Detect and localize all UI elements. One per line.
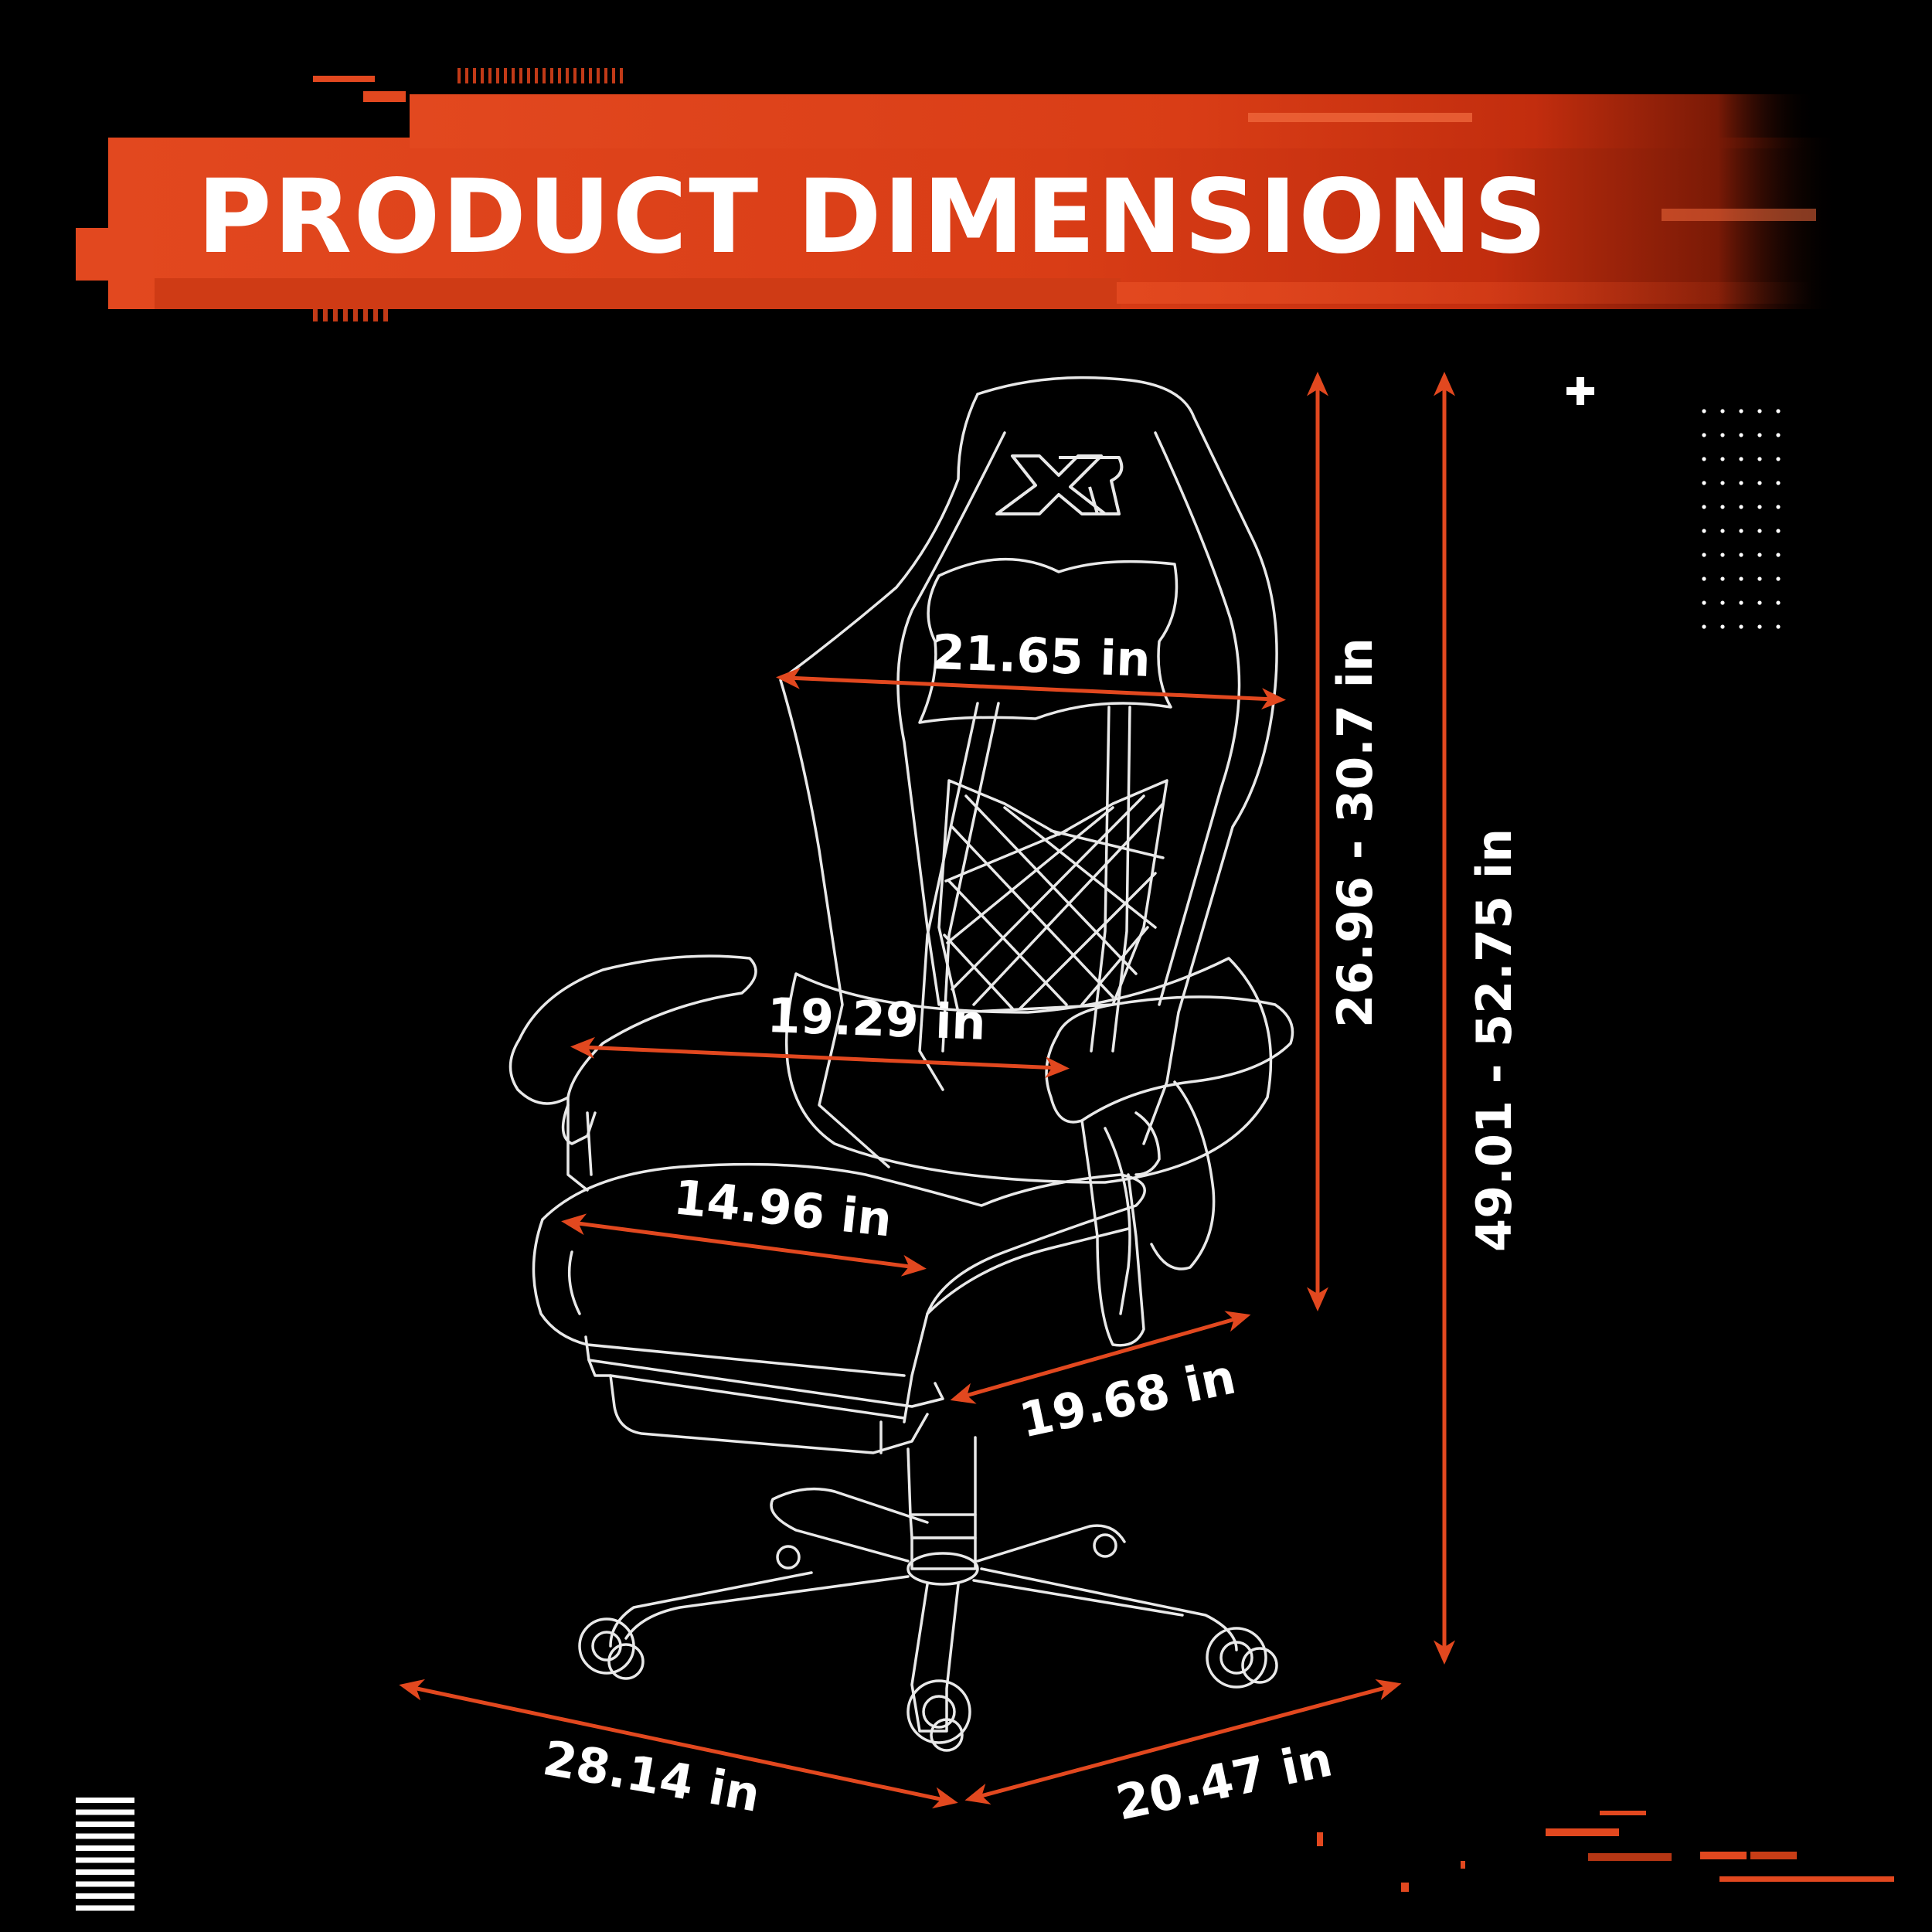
quilt-line	[964, 794, 1138, 975]
grid-dot	[1776, 624, 1781, 629]
quilt-line	[1049, 829, 1165, 859]
plus-icon	[1566, 377, 1594, 405]
grid-dot	[1776, 577, 1781, 581]
stripe	[76, 1798, 134, 1803]
label-total-height: 49.01 - 52.75 in	[1466, 828, 1522, 1252]
stripe	[76, 1845, 134, 1851]
grid-dot	[1757, 529, 1762, 533]
grid-dot	[1702, 553, 1706, 557]
stripe	[76, 1893, 134, 1899]
grid-dot	[1702, 433, 1706, 437]
stripes-icon	[76, 1798, 134, 1911]
grid-dot	[1776, 481, 1781, 485]
stripe	[76, 1821, 134, 1827]
grid-dot	[1739, 433, 1743, 437]
grid-dot	[1739, 624, 1743, 629]
grid-dot	[1757, 577, 1762, 581]
quilt-line	[951, 825, 1114, 998]
grid-dot	[1720, 505, 1725, 509]
stripe	[76, 1809, 134, 1815]
grid-dot	[1720, 624, 1725, 629]
quilt-line	[944, 829, 1068, 883]
grid-dot	[1702, 505, 1706, 509]
label-seat-depth: 19.68 in	[1015, 1348, 1240, 1448]
grid-dot	[1776, 600, 1781, 605]
arrow-seat-depth	[950, 1311, 1251, 1404]
grid-dot	[1776, 529, 1781, 533]
stripe	[76, 1833, 134, 1839]
grid-dot	[1739, 505, 1743, 509]
stripe	[76, 1881, 134, 1887]
label-base-width: 20.47 in	[1111, 1730, 1337, 1831]
grid-dot	[1720, 553, 1725, 557]
barcode-bottom	[313, 309, 388, 321]
arrow-base-length	[399, 1679, 958, 1809]
quilt-line	[946, 806, 1114, 944]
grid-dot	[1739, 529, 1743, 533]
grid-dot	[1757, 624, 1762, 629]
grid-dot	[1739, 409, 1743, 413]
label-seat-width: 14.96 in	[671, 1168, 894, 1247]
grid-dot	[1776, 553, 1781, 557]
grid-dot	[1702, 529, 1706, 533]
label-base-length: 28.14 in	[539, 1730, 764, 1823]
grid-dot	[1757, 409, 1762, 413]
grid-dot	[1757, 553, 1762, 557]
grid-dot	[1776, 457, 1781, 461]
quilt-line	[943, 934, 1014, 1010]
quilt-line	[972, 802, 1165, 1006]
quilt-line	[1080, 926, 1149, 1006]
quilt-line	[951, 794, 1145, 991]
dimension-labels: 21.65 in 19.29 in 14.96 in 19.68 in 26.9…	[539, 624, 1522, 1832]
grid-dot	[1776, 433, 1781, 437]
grid-dot	[1757, 481, 1762, 485]
arrow-headrest-width	[776, 667, 1286, 710]
barcode-top	[457, 68, 623, 83]
grid-dot	[1702, 457, 1706, 461]
grid-dot	[1739, 481, 1743, 485]
grid-dot	[1757, 505, 1762, 509]
dot-grid-icon	[1702, 409, 1781, 629]
grid-dot	[1757, 433, 1762, 437]
chair-outline	[509, 376, 1294, 1752]
quilt-line	[947, 879, 1068, 1006]
stripe	[76, 1905, 134, 1911]
quilt-line	[1003, 806, 1157, 929]
glitch-decor-bottom-right	[1317, 1811, 1894, 1892]
label-backrest-height: 26.96 - 30.7 in	[1327, 638, 1383, 1028]
label-backrest-width: 19.29 in	[766, 987, 986, 1051]
grid-dot	[1776, 409, 1781, 413]
title-banner: PRODUCT DIMENSIONS	[76, 68, 1839, 321]
grid-dot	[1776, 505, 1781, 509]
grid-dot	[1739, 577, 1743, 581]
stripe	[76, 1869, 134, 1875]
grid-dot	[1720, 577, 1725, 581]
grid-dot	[1757, 457, 1762, 461]
arrow-seat-width	[561, 1213, 927, 1277]
grid-dot	[1720, 481, 1725, 485]
arrow-backrest-width	[570, 1036, 1070, 1079]
grid-dot	[1720, 600, 1725, 605]
grid-dot	[1702, 624, 1706, 629]
grid-dot	[1720, 409, 1725, 413]
grid-dot	[1739, 553, 1743, 557]
stripe	[76, 1857, 134, 1863]
quilt-line	[1019, 872, 1157, 1010]
brand-logo	[995, 454, 1124, 515]
page-title: PRODUCT DIMENSIONS	[197, 158, 1549, 277]
grid-dot	[1720, 433, 1725, 437]
grid-dot	[1720, 529, 1725, 533]
label-headrest-width: 21.65 in	[930, 624, 1151, 688]
grid-dot	[1702, 409, 1706, 413]
grid-dot	[1720, 457, 1725, 461]
grid-dot	[1757, 600, 1762, 605]
grid-dot	[1702, 481, 1706, 485]
arrow-base-width	[964, 1679, 1402, 1804]
grid-dot	[1739, 600, 1743, 605]
dimension-arrows	[399, 372, 1455, 1809]
grid-dot	[1739, 457, 1743, 461]
grid-dot	[1702, 600, 1706, 605]
grid-dot	[1702, 577, 1706, 581]
